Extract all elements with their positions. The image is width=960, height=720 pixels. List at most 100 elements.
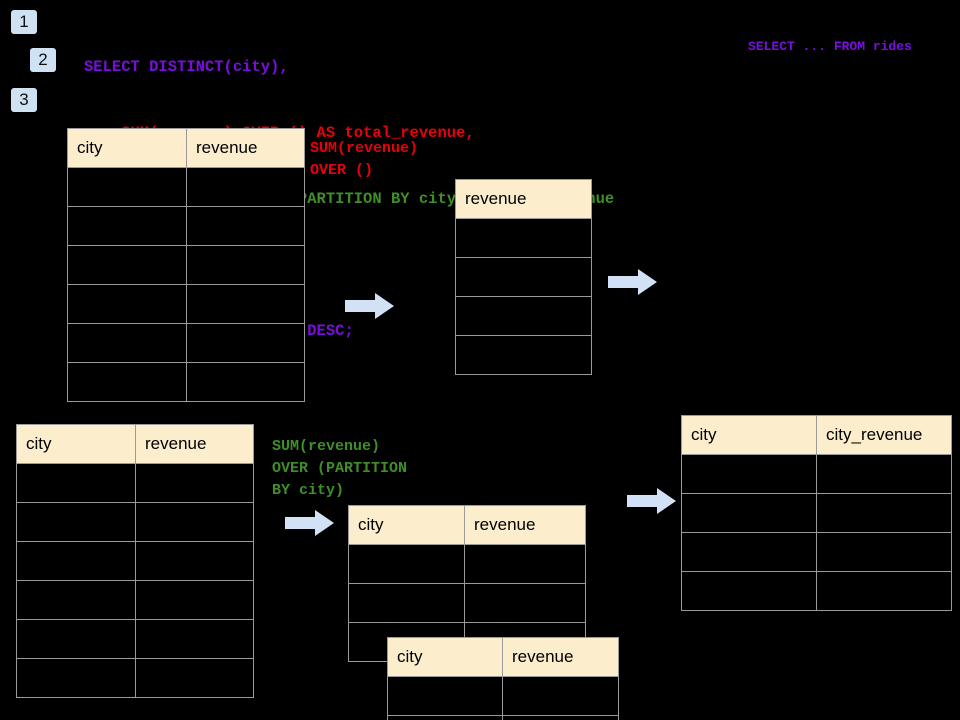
cell [681,493,817,533]
cell [16,619,136,659]
table-row [681,493,952,533]
cell [681,532,817,572]
table-row [67,245,305,285]
column-header-city-revenue: city_revenue [816,415,952,455]
table-row [348,583,586,623]
table-header-row: revenue [455,179,592,219]
table-row [16,580,254,620]
cell [681,454,817,494]
cell [135,658,254,698]
table-header-row: city revenue [16,424,254,464]
cell [67,284,187,324]
column-header-city: city [387,637,503,677]
annotation-sum-over-partition: SUM(revenue) OVER (PARTITION BY city) [272,438,408,499]
cell [816,454,952,494]
table-header-row: city city_revenue [681,415,952,455]
cell [67,362,187,402]
source-table-top: city revenue [67,128,305,402]
total-revenue-table: revenue [455,179,592,375]
column-header-city: city [681,415,817,455]
cell [16,580,136,620]
annotation-sum-over-empty: SUM(revenue) OVER () [310,140,419,179]
cell [67,245,187,285]
table-row [67,362,305,402]
table-row [455,296,592,336]
arrow-total-to-result [608,269,657,295]
table-row [387,676,619,716]
table-header-row: city revenue [348,505,586,545]
table-row [348,544,586,584]
table-row [16,463,254,503]
cell [348,583,465,623]
table-row [16,502,254,542]
cell [502,676,619,716]
cell [387,715,503,720]
cell [186,245,305,285]
table-row [16,619,254,659]
cell [16,502,136,542]
arrow-partition-to-result [627,488,676,514]
cell [387,676,503,716]
column-header-revenue: revenue [186,128,305,168]
cell [16,541,136,581]
table-row [67,284,305,324]
source-table-bottom: city revenue [16,424,254,698]
cell [348,544,465,584]
cell [455,218,592,258]
cell [16,658,136,698]
cell [186,167,305,207]
table-row [387,715,619,720]
table-row [455,335,592,375]
arrow-source-to-total [345,293,394,319]
cell [135,580,254,620]
cell [464,583,586,623]
table-row [67,167,305,207]
sql-snippet-select-from-rides: SELECT ... FROM rides [748,39,912,54]
table-row [67,323,305,363]
table-header-row: city revenue [387,637,619,677]
partition-table-front: city revenue [387,637,619,720]
table-row [455,257,592,297]
cell [816,532,952,572]
partition-table-back: city revenue [348,505,586,662]
cell [455,335,592,375]
column-header-revenue: revenue [502,637,619,677]
column-header-city: city [348,505,465,545]
table-header-row: city revenue [67,128,305,168]
table-row [16,658,254,698]
table-row [681,454,952,494]
cell [67,206,187,246]
step-badge-3: 3 [11,88,37,112]
cell [186,206,305,246]
column-header-city: city [67,128,187,168]
table-row [455,218,592,258]
table-row [681,571,952,611]
step-badge-1: 1 [11,10,37,34]
cell [455,296,592,336]
column-header-revenue: revenue [455,179,592,219]
cell [464,544,586,584]
cell [186,284,305,324]
cell [16,463,136,503]
sql-line-1: SELECT DISTINCT(city), [84,58,289,76]
table-row [681,532,952,572]
cell [186,362,305,402]
cell [135,502,254,542]
cell [135,541,254,581]
table-row [16,541,254,581]
cell [681,571,817,611]
cell [186,323,305,363]
cell [455,257,592,297]
column-header-revenue: revenue [135,424,254,464]
step-badge-2: 2 [30,48,56,72]
cell [67,323,187,363]
cell [67,167,187,207]
arrow-source-to-partition [285,510,334,536]
cell [135,463,254,503]
column-header-revenue: revenue [464,505,586,545]
cell [816,493,952,533]
cell [816,571,952,611]
cell [135,619,254,659]
result-table: city city_revenue [681,415,952,611]
